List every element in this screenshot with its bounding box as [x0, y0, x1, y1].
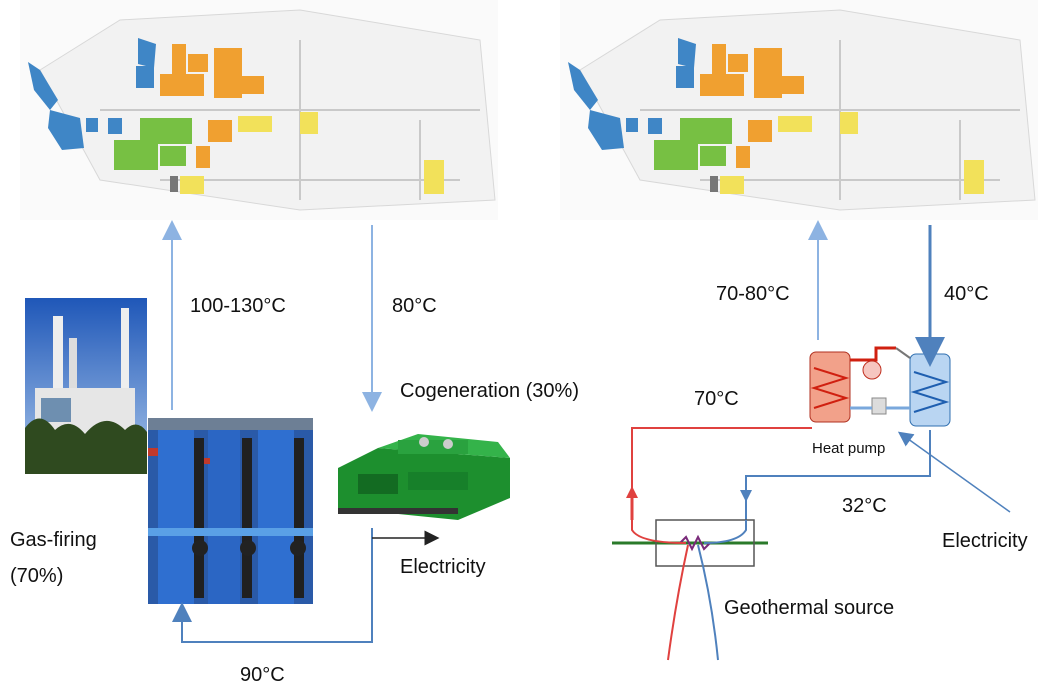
geothermal-hot-well	[667, 544, 689, 661]
left-return-temp-label: 80°C	[392, 295, 437, 317]
source-hot-temp-label: 70°C	[694, 388, 739, 410]
source-hot-pipe	[631, 427, 812, 520]
right-supply-temp-label: 70-80°C	[716, 283, 790, 305]
left-loop-temp-label: 90°C	[240, 664, 285, 686]
heat-exchanger-coil	[679, 534, 711, 552]
cogeneration-engine-image	[338, 428, 510, 520]
source-hot-arrowhead	[626, 486, 638, 498]
site-map-left	[20, 0, 498, 220]
gas-firing-label-line1: Gas-firing	[10, 529, 97, 551]
left-supply-temp-label: 100-130°C	[190, 295, 286, 317]
right-return-temp-label: 40°C	[944, 283, 989, 305]
heat-pump-label: Heat pump	[812, 440, 886, 457]
gas-plant-photo	[25, 298, 147, 474]
source-cold-arrowhead	[740, 490, 752, 502]
site-map-right	[560, 0, 1038, 220]
boiler-room-photo	[148, 418, 313, 604]
gas-firing-label-line2: (70%)	[10, 565, 64, 587]
heat-exchanger-box	[655, 519, 755, 567]
right-electricity-arrow	[897, 431, 1011, 513]
geothermal-source-label: Geothermal source	[724, 597, 895, 619]
cogeneration-label: Cogeneration (30%)	[400, 380, 579, 402]
left-loop-arrow	[172, 528, 373, 643]
left-electricity-label: Electricity	[400, 556, 486, 578]
source-cold-temp-label: 32°C	[842, 495, 887, 517]
right-electricity-label: Electricity	[942, 530, 1028, 552]
geothermal-cold-well	[697, 544, 719, 661]
